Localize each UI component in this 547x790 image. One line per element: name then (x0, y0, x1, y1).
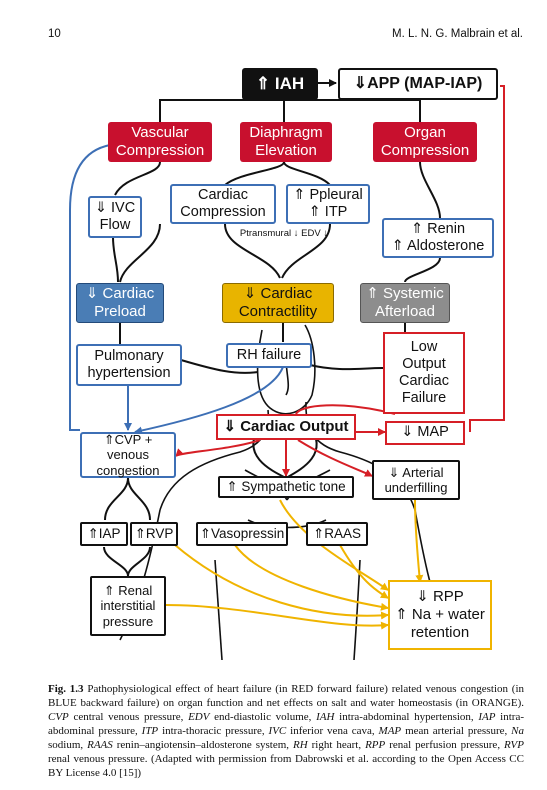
page-number: 10 (48, 28, 61, 40)
caption-abbreviation: IVC (268, 725, 287, 737)
node-low-output-cardiac-failure: Low Output Cardiac Failure (383, 332, 465, 414)
caption-abbreviation-definition: renal perfusion pressure, (385, 739, 505, 751)
caption-abbreviation-definition: end-diastolic volume, (209, 711, 317, 723)
node-rpp-na-water-retention: ⇓ RPP ⇑ Na + water retention (388, 580, 492, 650)
node-organ-compression: Organ Compression (373, 122, 477, 162)
node-ppleural-itp: ⇑ Ppleural ⇑ ITP (286, 184, 370, 224)
node-vasopressin: ⇑Vasopressin (196, 522, 288, 546)
caption-abbreviation: IAP (478, 711, 496, 723)
node-renin-aldosterone: ⇑ Renin ⇑ Aldosterone (382, 218, 494, 258)
node-cardiac-compression: Cardiac Compression (170, 184, 276, 224)
caption-abbreviation: RPP (365, 739, 386, 751)
node-app: ⇓APP (MAP-IAP) (338, 68, 498, 100)
caption-abbreviation-definition: intra-thoracic pressure, (158, 725, 269, 737)
node-systemic-afterload: ⇑ Systemic Afterload (360, 283, 450, 323)
caption-abbreviation: EDV (188, 711, 210, 723)
caption-abbreviation: ITP (141, 725, 159, 737)
label-ptransmural-edv: Ptransmural ↓ EDV ↓ (239, 228, 329, 240)
node-raas: ⇑RAAS (306, 522, 368, 546)
node-iah: ⇑ IAH (242, 68, 318, 100)
running-header-authors: M. L. N. G. Malbrain et al. (391, 28, 523, 40)
caption-abbreviation: Na (511, 725, 524, 737)
node-iap: ⇑IAP (80, 522, 128, 546)
caption-abbreviation-definition: sodium, (48, 739, 88, 751)
node-cardiac-preload: ⇓ Cardiac Preload (76, 283, 164, 323)
red-forward-failure-connectors (175, 85, 505, 477)
caption-abbreviation: RAAS (87, 739, 113, 751)
node-cardiac-output: ⇓ Cardiac Output (216, 414, 356, 440)
caption-abbreviation: IAH (316, 711, 335, 723)
caption-abbreviation: RH (293, 739, 308, 751)
node-rh-failure: RH failure (226, 343, 312, 368)
node-vascular-compression: Vascular Compression (108, 122, 212, 162)
node-sympathetic-tone: ⇑ Sympathetic tone (218, 476, 354, 498)
figure-caption: Fig. 1.3 Pathophysiological effect of he… (48, 682, 524, 780)
node-diaphragm-elevation: Diaphragm Elevation (240, 122, 332, 162)
node-pulmonary-hypertension: Pulmonary hypertension (76, 344, 182, 386)
node-ivc-flow: ⇓ IVC Flow (88, 196, 142, 238)
caption-abbreviation-definition: central venous pressure, (68, 711, 189, 723)
node-cardiac-contractility: ⇓ Cardiac Contractility (222, 283, 334, 323)
caption-abbreviation: MAP (378, 725, 402, 737)
caption-abbreviation-definition: intra-abdominal pressure, (48, 711, 524, 737)
caption-abbreviation-definition: inferior vena cava, (286, 725, 379, 737)
caption-label: Fig. 1.3 (48, 683, 84, 695)
caption-abbreviation-definition: renal venous pressure. (48, 753, 151, 765)
blue-backward-failure-connectors (69, 144, 284, 435)
caption-abbreviation: CVP (48, 711, 69, 723)
orange-salt-water-connectors (165, 499, 424, 630)
node-renal-interstitial-pressure: ⇑ Renal interstitial pressure (90, 576, 166, 636)
caption-abbreviation-definition: mean arterial pressure, (401, 725, 512, 737)
caption-text: Pathophysiological effect of heart failu… (48, 683, 525, 709)
caption-abbreviation-definition: intra-abdominal hypertension, (334, 711, 479, 723)
node-rvp: ⇑RVP (130, 522, 178, 546)
caption-abbreviation-definition: right heart, (307, 739, 366, 751)
node-map: ⇓ MAP (385, 421, 465, 445)
caption-source: (Adapted with permission from Dabrowski … (48, 753, 524, 779)
node-cvp-venous-congestion: ⇑CVP + venous congestion (80, 432, 176, 478)
black-flow-connectors (103, 79, 441, 577)
caption-abbreviations: CVP central venous pressure, EDV end-dia… (48, 711, 524, 765)
caption-abbreviation: RVP (504, 739, 524, 751)
caption-abbreviation-definition: renin–angiotensin–aldosterone system, (112, 739, 293, 751)
node-arterial-underfilling: ⇓ Arterial underfilling (372, 460, 460, 500)
